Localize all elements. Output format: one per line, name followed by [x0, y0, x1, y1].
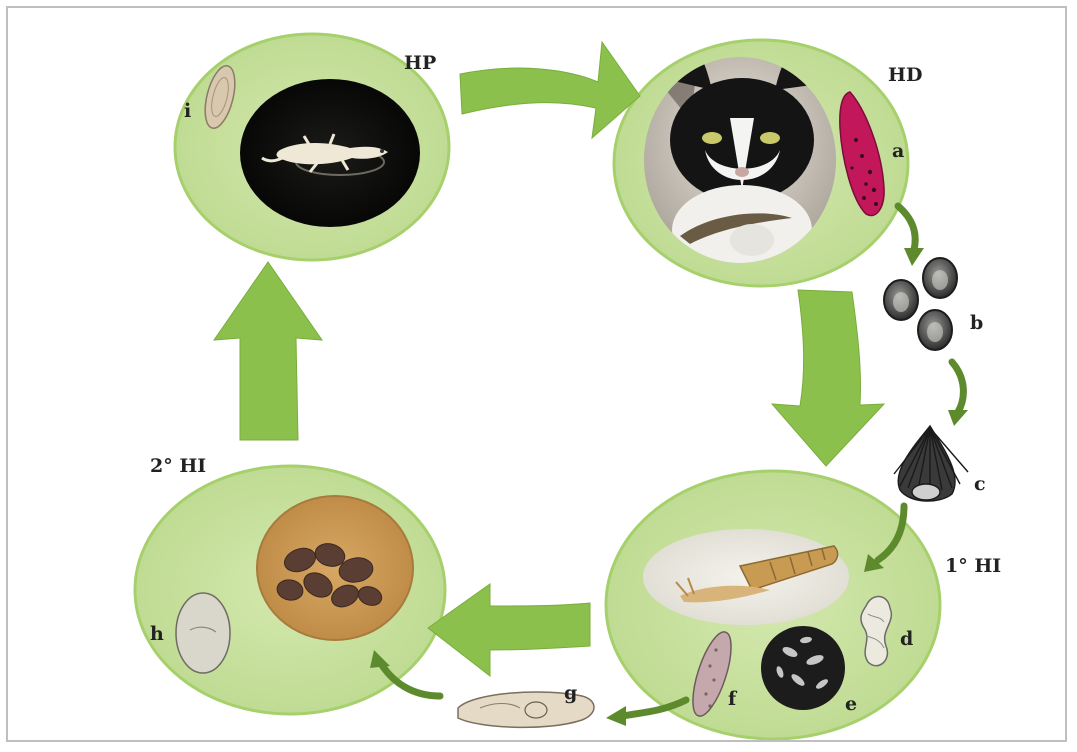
redia-icon — [761, 626, 845, 710]
metacercaria-h-icon — [176, 593, 230, 673]
label-stage-i: i — [184, 100, 191, 122]
miracidium-icon — [894, 426, 968, 501]
label-stage-d: d — [900, 628, 913, 650]
label-second-hi: 2° HI — [150, 455, 206, 477]
feces-in-dish-photo — [257, 496, 413, 640]
label-stage-a: a — [892, 140, 904, 162]
arrow-hd-to-first-hi — [772, 290, 884, 466]
label-hd: HD — [888, 64, 922, 86]
arrow-b-to-c — [952, 362, 963, 412]
gecko-photo — [240, 79, 420, 227]
snail-photo — [643, 529, 849, 625]
label-hp: HP — [404, 52, 436, 74]
sporocyst-icon — [861, 596, 891, 665]
arrow-a-to-b — [898, 206, 915, 250]
label-stage-h: h — [150, 623, 164, 645]
eggs-icon — [884, 258, 957, 350]
label-first-hi: 1° HI — [945, 555, 1001, 577]
label-stage-b: b — [970, 312, 983, 334]
arrow-first-hi-to-second-hi — [428, 584, 590, 676]
label-stage-g: g — [564, 682, 577, 704]
arrow-hp-to-hd — [460, 42, 640, 138]
label-stage-c: c — [974, 473, 986, 495]
label-stage-f: f — [728, 688, 736, 710]
label-stage-e: e — [845, 693, 857, 715]
arrow-second-hi-to-hp — [214, 262, 322, 440]
